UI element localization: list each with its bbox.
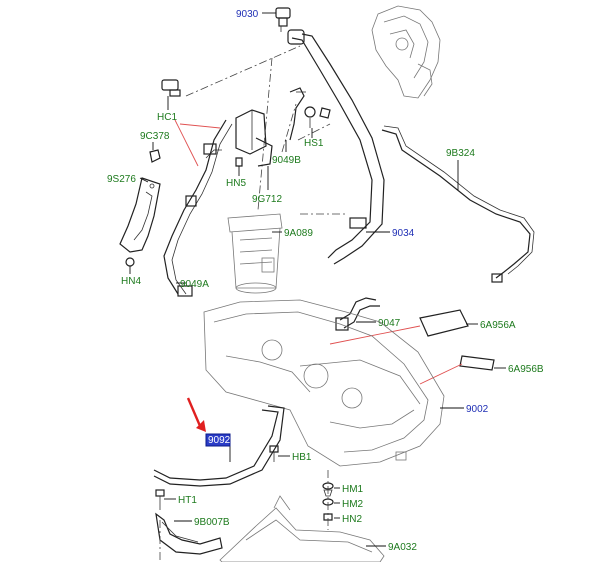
label-9049b: 9049B [272, 155, 301, 166]
red-arrow [186, 397, 206, 432]
clip-9c378 [149, 149, 161, 163]
label-hn5: HN5 [226, 178, 246, 189]
label-9g712: 9G712 [252, 194, 282, 205]
label-6a956a: 6A956A [480, 320, 516, 331]
label-9034: 9034 [392, 228, 415, 239]
label-9030: 9030 [236, 9, 259, 20]
hose-9047 [335, 297, 380, 331]
label-hm2: HM2 [342, 499, 364, 510]
label-9c378: 9C378 [140, 131, 170, 142]
filler-pipe [287, 29, 385, 265]
label-6a956b: 6A956B [508, 364, 544, 375]
tank-strap-9092 [153, 405, 285, 487]
highlight-9092: 9092 [205, 433, 231, 447]
label-9b007b: 9B007B [194, 517, 230, 528]
vapor-line [381, 125, 535, 283]
filler-neck-housing [371, 5, 441, 99]
label-9047: 9047 [378, 318, 401, 329]
label-9b324: 9B324 [446, 148, 475, 159]
bolt-hb1 [269, 445, 279, 462]
label-9a032: 9A032 [388, 542, 417, 553]
label-hb1: HB1 [292, 452, 312, 463]
nut-hn5 [235, 157, 243, 167]
hc1-clip [161, 79, 181, 97]
label-hn4: HN4 [121, 276, 141, 287]
filler-cap [275, 7, 291, 32]
label-9a089: 9A089 [284, 228, 313, 239]
pad-6a956b [459, 355, 495, 371]
heat-shield-9a032 [219, 495, 385, 562]
label-9s276: 9S276 [107, 174, 136, 185]
fastener-hn2 [323, 513, 333, 521]
label-ht1: HT1 [178, 495, 197, 506]
label-9002: 9002 [466, 404, 489, 415]
hose-9049b [289, 87, 306, 141]
bracket-9s276 [119, 177, 161, 253]
label-9049a: 9049A [180, 279, 209, 290]
pad-6a956a [419, 309, 469, 337]
fuel-pump-module [227, 213, 283, 294]
label-hc1: HC1 [157, 112, 177, 123]
bolt-ht1 [155, 489, 165, 510]
bracket-9b007b [155, 512, 223, 555]
label-hm1: HM1 [342, 484, 364, 495]
label-hs1: HS1 [304, 138, 324, 149]
fuel-tank [203, 299, 445, 467]
fuel-feed-lines [163, 119, 233, 297]
clip-hs1-b [319, 107, 331, 119]
nut-hn4 [125, 257, 135, 267]
label-9092: 9092 [208, 435, 231, 446]
module-9g712 [235, 109, 273, 167]
label-hn2: HN2 [342, 514, 362, 525]
clip-hs1 [304, 106, 316, 128]
